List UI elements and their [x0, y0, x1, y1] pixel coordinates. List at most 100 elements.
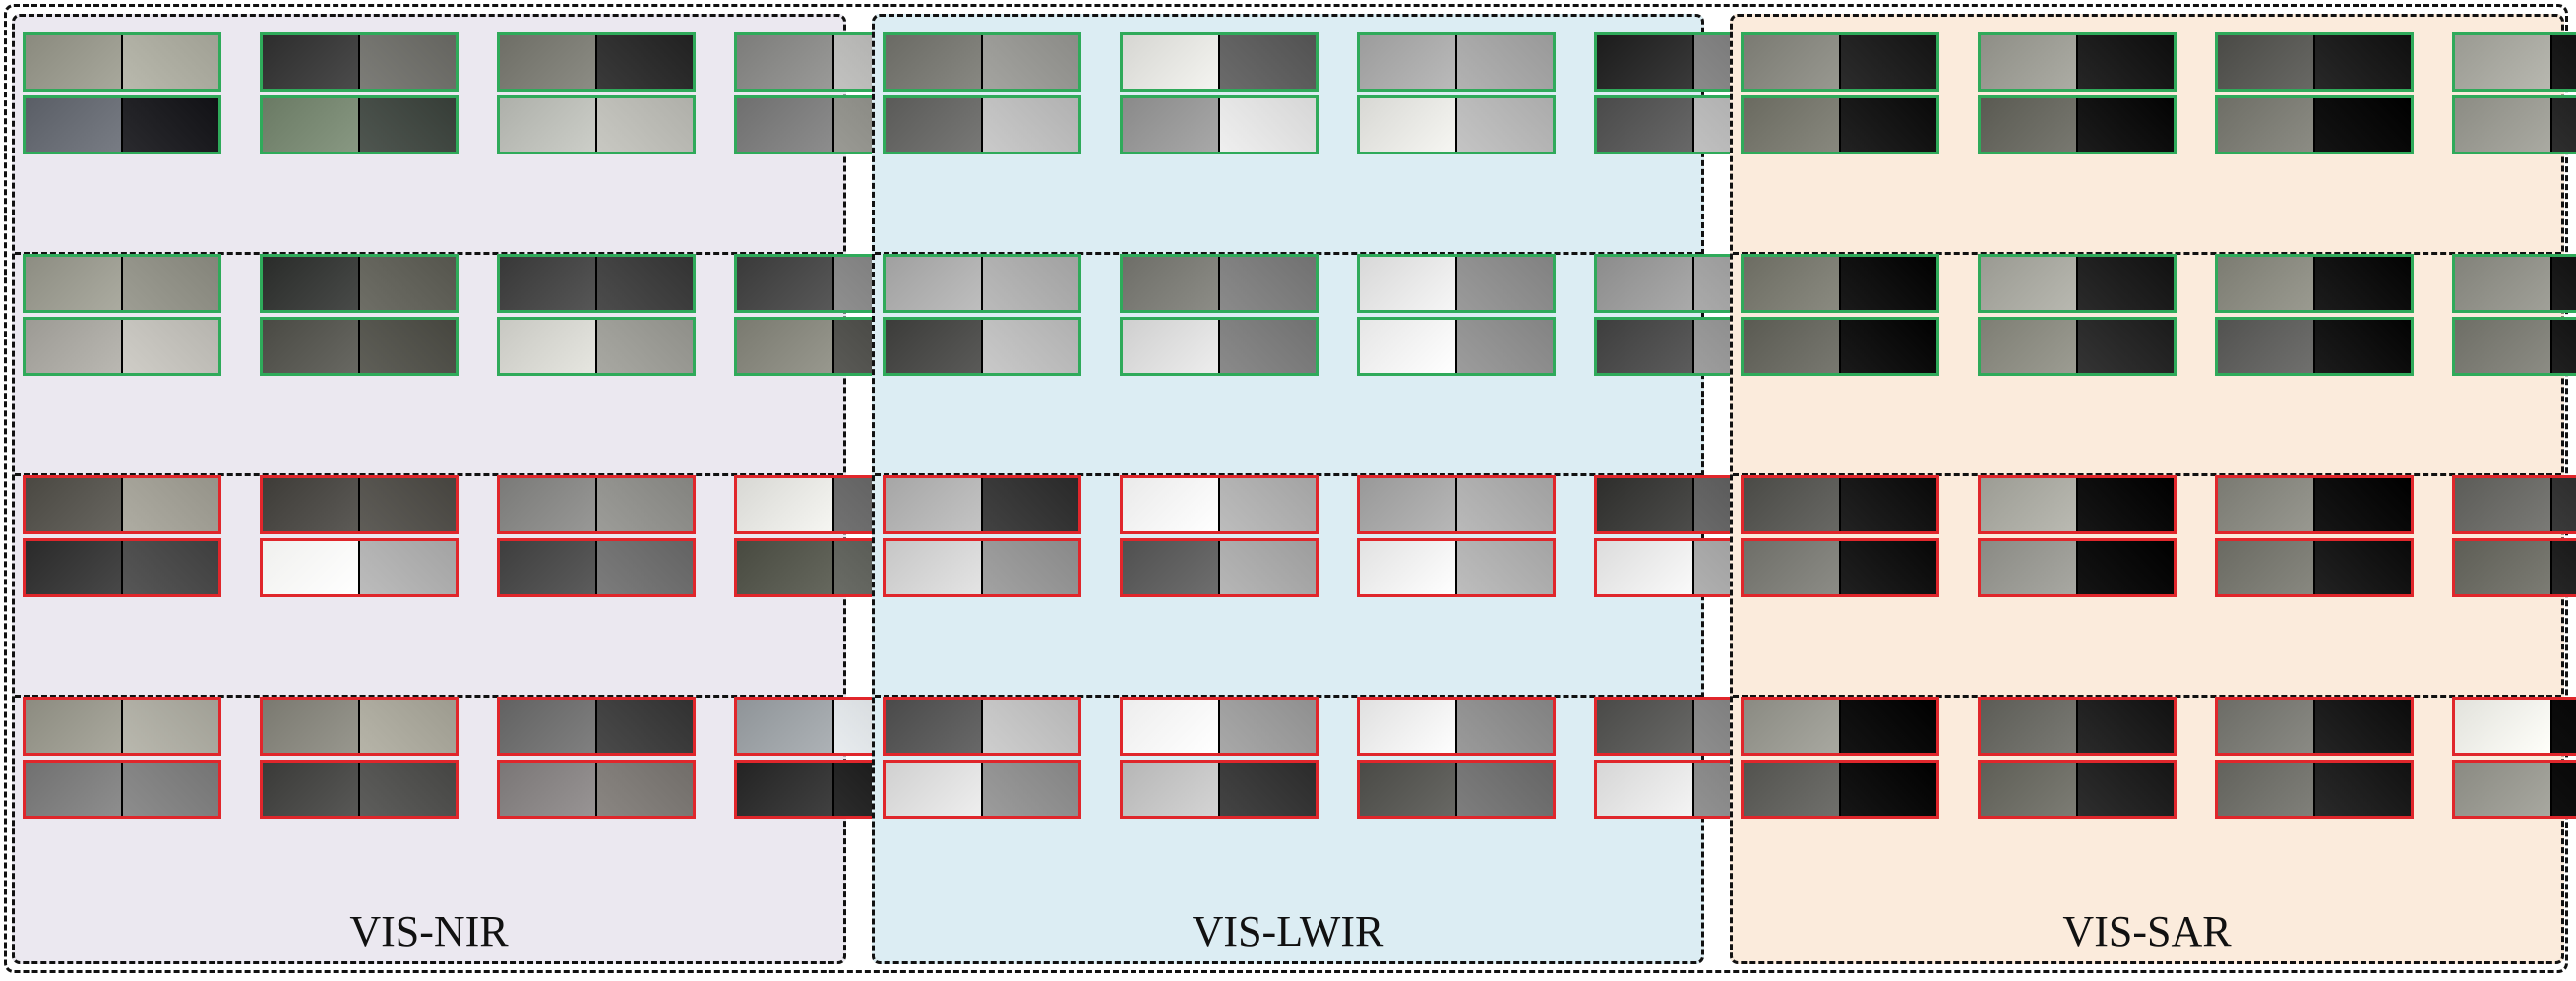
image-pair	[497, 475, 696, 534]
image-pair	[2452, 32, 2576, 92]
second-modality-image	[1220, 700, 1316, 753]
image-pair	[497, 317, 696, 376]
visible-image	[500, 98, 597, 152]
image-pair	[497, 32, 696, 92]
quadrant-separator	[875, 695, 1701, 698]
second-modality-image	[1457, 541, 1553, 594]
visible-image	[1744, 320, 1841, 373]
visible-image	[886, 700, 983, 753]
second-modality-image	[2078, 320, 2174, 373]
visible-image	[737, 763, 834, 816]
second-modality-image	[2315, 257, 2411, 310]
image-pair	[1357, 254, 1556, 313]
image-pair	[1741, 317, 1939, 376]
visible-image	[263, 98, 360, 152]
image-pair	[23, 254, 221, 313]
visible-image	[1744, 700, 1841, 753]
image-pair	[260, 475, 459, 534]
second-modality-image	[2315, 320, 2411, 373]
visible-image	[1981, 35, 2078, 89]
visible-image	[2455, 763, 2552, 816]
image-pair	[2452, 95, 2576, 154]
second-modality-image	[2078, 700, 2174, 753]
second-modality-image	[360, 700, 456, 753]
second-modality-image	[1220, 320, 1316, 373]
visible-image	[263, 541, 360, 594]
second-modality-image	[1220, 541, 1316, 594]
visible-image	[1597, 478, 1694, 531]
second-modality-image	[597, 763, 693, 816]
visible-image	[1597, 700, 1694, 753]
second-modality-image	[1457, 763, 1553, 816]
second-modality-image	[2315, 478, 2411, 531]
image-pair	[2452, 697, 2576, 756]
image-pair	[1978, 254, 2177, 313]
second-modality-image	[983, 763, 1078, 816]
second-modality-image	[123, 98, 218, 152]
visible-image	[886, 257, 983, 310]
image-pair	[1357, 538, 1556, 597]
visible-image	[1981, 98, 2078, 152]
visible-image	[2218, 541, 2315, 594]
second-modality-image	[2315, 700, 2411, 753]
panel-label: VIS-LWIR	[1192, 907, 1384, 955]
image-pair	[883, 760, 1081, 819]
image-pair	[260, 317, 459, 376]
visible-image	[1360, 98, 1457, 152]
image-pair	[260, 538, 459, 597]
visible-image	[1360, 700, 1457, 753]
second-modality-image	[2078, 257, 2174, 310]
visible-image	[1981, 320, 2078, 373]
visible-image	[1360, 541, 1457, 594]
visible-image	[500, 257, 597, 310]
image-pair	[1978, 32, 2177, 92]
visible-image	[2455, 320, 2552, 373]
visible-image	[500, 700, 597, 753]
second-modality-image	[2078, 478, 2174, 531]
visible-image	[26, 763, 123, 816]
second-modality-image	[2552, 35, 2576, 89]
image-pair	[1120, 254, 1319, 313]
second-modality-image	[1841, 700, 1936, 753]
visible-image	[1123, 478, 1220, 531]
second-modality-image	[1841, 478, 1936, 531]
image-pair	[1741, 254, 1939, 313]
image-pair	[1741, 32, 1939, 92]
image-pair	[1120, 760, 1319, 819]
second-modality-image	[2315, 35, 2411, 89]
visible-image	[886, 541, 983, 594]
second-modality-image	[983, 35, 1078, 89]
image-pair	[1741, 697, 1939, 756]
image-pair	[23, 32, 221, 92]
quadrant-separator	[1733, 252, 2561, 255]
visible-image	[886, 478, 983, 531]
second-modality-image	[360, 320, 456, 373]
second-modality-image	[983, 98, 1078, 152]
second-modality-image	[1220, 257, 1316, 310]
visible-image	[2455, 98, 2552, 152]
visible-image	[1123, 98, 1220, 152]
visible-image	[2218, 257, 2315, 310]
second-modality-image	[1220, 763, 1316, 816]
visible-image	[1123, 35, 1220, 89]
image-pair	[2452, 538, 2576, 597]
panel-vis-sar: VIS-SAR	[1730, 14, 2576, 964]
second-modality-image	[597, 541, 693, 594]
image-pair	[2215, 475, 2414, 534]
image-pair	[497, 95, 696, 154]
visible-image	[737, 541, 834, 594]
image-pair	[1120, 475, 1319, 534]
second-modality-image	[1220, 478, 1316, 531]
visible-image	[500, 478, 597, 531]
second-modality-image	[2315, 763, 2411, 816]
visible-image	[2218, 320, 2315, 373]
second-modality-image	[983, 257, 1078, 310]
image-pair	[1741, 95, 1939, 154]
image-pair	[2215, 32, 2414, 92]
image-pair	[1357, 95, 1556, 154]
image-pair	[23, 95, 221, 154]
visible-image	[1981, 541, 2078, 594]
second-modality-image	[123, 320, 218, 373]
second-modality-image	[1457, 700, 1553, 753]
visible-image	[1123, 320, 1220, 373]
